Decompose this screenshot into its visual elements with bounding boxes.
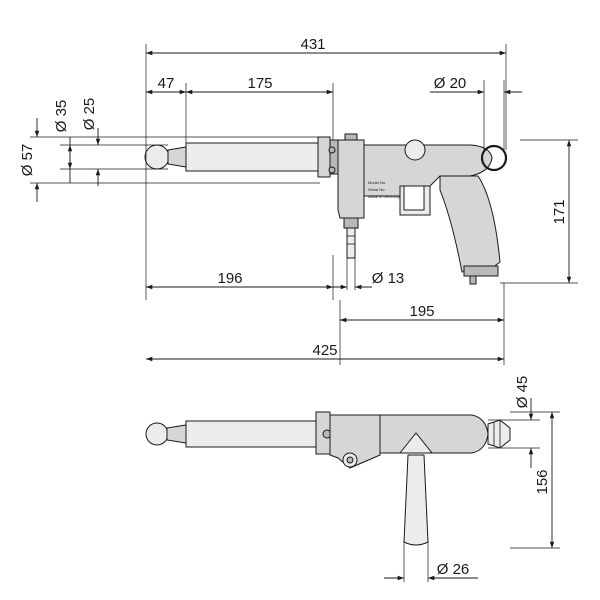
dim-171-label: 171 [551, 199, 568, 224]
dim-195-label: 195 [409, 303, 434, 320]
ball-end-bottom [145, 422, 169, 446]
collar-top [317, 136, 331, 178]
dim-dia35-label: Ø 35 [53, 100, 70, 133]
collar-screw-1 [328, 146, 336, 154]
top-knob [404, 139, 426, 161]
nameplate-line-3: Made in Germany [368, 194, 400, 199]
dimension-labels-top: 431 47 175 Ø 20 Ø 57 Ø 35 Ø 25 171 196 Ø… [19, 36, 568, 359]
dim-dia45-label: Ø 45 [514, 376, 531, 409]
dim-dia26-label: Ø 26 [437, 561, 470, 578]
motor-bottom [379, 414, 489, 454]
cone-mount [398, 432, 434, 454]
dim-175-label: 175 [247, 75, 272, 92]
ball-end-top [144, 144, 170, 170]
tube-bottom [185, 420, 317, 448]
tube-top [185, 142, 319, 172]
dim-156-label: 156 [534, 469, 551, 494]
dim-425-label: 425 [312, 342, 337, 359]
dim-dia20-label: Ø 20 [434, 75, 467, 92]
nameplate-line-1: Model No. [368, 180, 386, 185]
collar-screw-2 [328, 166, 336, 174]
nameplate-line-2: Serial No. [368, 187, 386, 192]
top-cap [344, 133, 358, 141]
grip-handle [439, 175, 501, 273]
head-housing [337, 139, 365, 219]
neck-top [167, 146, 187, 168]
dimension-lines-bottom [384, 398, 555, 581]
dim-dia25-label: Ø 25 [81, 98, 98, 131]
trigger-guard [399, 185, 431, 216]
spindle-collar [343, 217, 359, 229]
dim-dia57-label: Ø 57 [19, 144, 36, 177]
dim-dia13-label: Ø 13 [372, 270, 405, 287]
rear-fitting [487, 419, 511, 449]
grip-base [463, 265, 499, 277]
air-inlet [469, 275, 477, 285]
swivel-center [346, 456, 354, 464]
top-view-tool [145, 411, 511, 546]
dimension-labels-bottom: Ø 45 156 Ø 26 [437, 376, 551, 578]
neck-bottom [166, 424, 187, 444]
side-handle [403, 454, 429, 546]
dimension-lines-top [34, 50, 572, 362]
hanger-ring [480, 144, 508, 172]
side-view-tool: Model No. Serial No. Made in Germany [144, 133, 508, 285]
motor-body [363, 144, 493, 197]
spindle-shaft [346, 227, 356, 259]
dim-196-label: 196 [217, 270, 242, 287]
dim-47-label: 47 [158, 75, 175, 92]
dim-431-label: 431 [300, 36, 325, 53]
